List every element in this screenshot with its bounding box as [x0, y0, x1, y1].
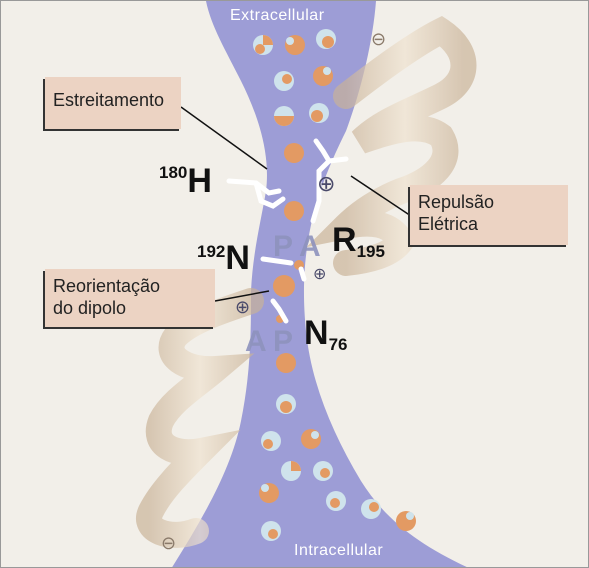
water-molecule	[273, 275, 295, 297]
histidine-180-label: 180H	[159, 164, 212, 198]
water-molecule	[261, 521, 281, 541]
residue-letter: N	[225, 239, 250, 277]
negative-charge: ⊖	[371, 29, 386, 49]
repulsion-line2: Elétrica	[418, 214, 479, 234]
water-molecule	[261, 431, 281, 451]
water-molecule	[274, 71, 294, 91]
residue-letter: N	[304, 314, 329, 352]
alpha-helices	[136, 15, 477, 548]
motif-letter: P	[273, 325, 293, 358]
residue-number: 180	[159, 163, 188, 182]
water-molecule	[361, 499, 381, 519]
leader-lines	[180, 106, 412, 302]
intracellular-label: Intracellular	[294, 542, 384, 559]
asparagine-192-label: 192N	[197, 241, 250, 275]
reorientation-line2: do dipolo	[53, 298, 127, 318]
water-molecule	[313, 461, 333, 481]
npa-motif-upper: P A	[273, 230, 321, 263]
water-molecule	[274, 106, 294, 126]
residue-number: 195	[356, 242, 385, 261]
asparagine-76-label: N76	[304, 316, 347, 353]
positive-charge: ⊕	[313, 266, 326, 283]
extracellular-label: Extracellular	[230, 7, 325, 24]
positive-charge: ⊕	[235, 297, 250, 317]
dipole-reorientation-label: Reorientação do dipolo	[45, 269, 215, 327]
water-molecule	[259, 483, 279, 503]
water-molecule	[316, 29, 336, 49]
negative-charge: ⊖	[161, 533, 176, 553]
residue-number: 76	[328, 335, 348, 354]
residue-letter: R	[332, 221, 357, 259]
water-molecule	[276, 394, 296, 414]
helix-charges: ⊖ ⊖	[161, 29, 386, 553]
water-molecule	[276, 353, 296, 373]
arginine-195-label: R195	[332, 223, 385, 260]
motif-letter: A	[299, 230, 321, 263]
motif-letter: P	[273, 230, 293, 263]
water-molecule	[281, 461, 301, 481]
residue-sidechains	[226, 138, 349, 324]
electric-repulsion-label: Repulsão Elétrica	[410, 185, 568, 245]
water-molecule	[309, 103, 329, 123]
water-molecule	[396, 511, 416, 531]
water-molecule	[253, 35, 273, 55]
charges: ⊕ ⊕ ⊕	[235, 171, 335, 317]
water-molecules	[253, 29, 416, 541]
water-molecule	[284, 143, 304, 163]
npa-motif-lower: A P	[245, 325, 293, 358]
water-molecule	[284, 201, 304, 221]
residue-letter: H	[187, 162, 212, 200]
narrowing-text: Estreitamento	[53, 90, 165, 110]
water-molecule	[285, 35, 305, 55]
motif-letter: A	[245, 325, 267, 358]
water-molecule	[326, 491, 346, 511]
water-molecule	[313, 66, 333, 86]
repulsion-line1: Repulsão	[418, 192, 495, 212]
water-channel	[172, 1, 467, 567]
water-molecule	[301, 429, 321, 449]
positive-charge: ⊕	[317, 171, 335, 196]
narrowing-label: Estreitamento	[45, 77, 181, 129]
residue-number: 192	[197, 242, 226, 261]
reorientation-line1: Reorientação	[53, 276, 161, 296]
